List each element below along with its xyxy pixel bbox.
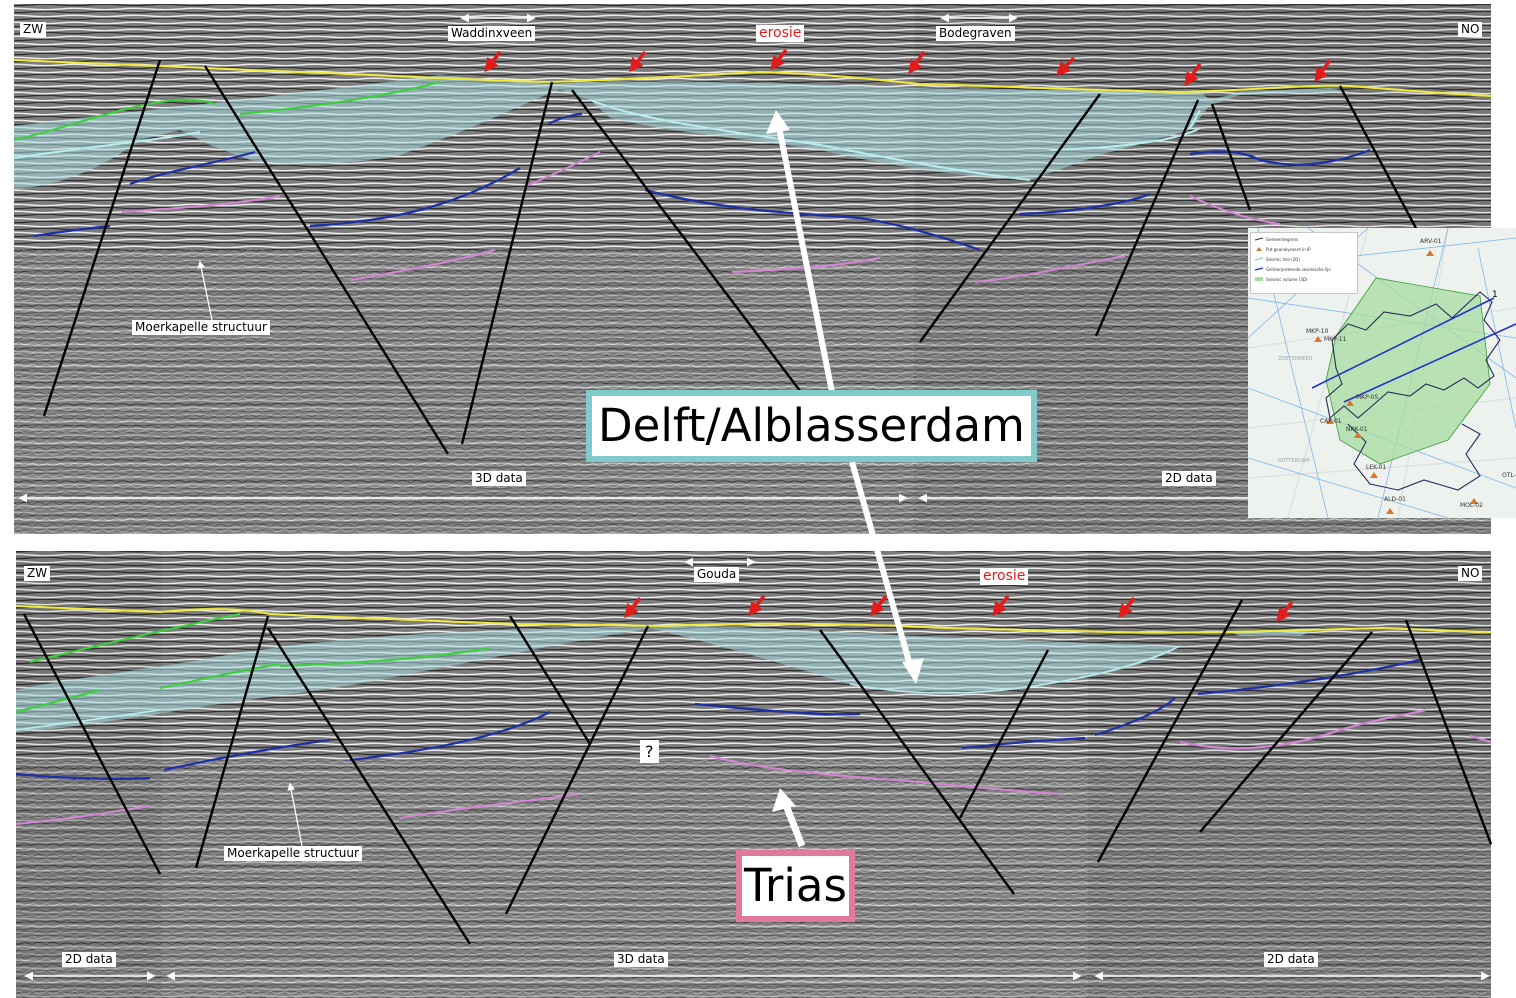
- bottom-fault: [22, 599, 1493, 945]
- bottom-no-label: NO: [1458, 566, 1483, 581]
- bottom-seismic-panel: [15, 551, 1493, 998]
- inset-location-map: Gemeentegrens Put geanalyseerd in IP Sei…: [1248, 228, 1516, 518]
- inset-map-legend: Gemeentegrens Put geanalyseerd in IP Sei…: [1250, 232, 1358, 294]
- bottom-2d-data-left-label: 2D data: [62, 952, 116, 967]
- top-moerkapelle-label: Moerkapelle structuur: [132, 320, 270, 335]
- well-label: MOL-02: [1460, 502, 1483, 509]
- well-label: MKP-11: [1324, 336, 1347, 343]
- bottom-erosion-label: erosie: [980, 568, 1029, 585]
- delft-alblasserdam-callout: Delft/Alblasserdam: [586, 390, 1037, 462]
- well-label: MKP-10: [1306, 328, 1329, 335]
- bottom-zw-label: ZW: [24, 566, 51, 581]
- seismic-line-2d-icon: [1255, 257, 1263, 261]
- top-green-horizon: [13, 81, 441, 141]
- bottom-gouda-label: Gouda: [694, 567, 740, 582]
- volume-square-icon: [1255, 277, 1263, 281]
- well-label: MKP-05: [1356, 394, 1379, 401]
- top-3d-data-label: 3D data: [472, 471, 526, 486]
- bottom-erosion-surface: [15, 605, 1492, 634]
- top-zw-label: ZW: [20, 22, 47, 37]
- top-2d-data-label: 2D data: [1162, 471, 1216, 486]
- well-label: LEK-01: [1366, 464, 1387, 471]
- top-no-label: NO: [1458, 22, 1483, 37]
- bottom-shaded-unit: [16, 626, 1180, 732]
- bottom-blue-horizon: [15, 658, 1421, 780]
- line-number-label: 1: [1492, 290, 1498, 300]
- top-cyan-horizon: [13, 99, 1201, 181]
- place-name-label: ROTTERDAM: [1278, 458, 1310, 464]
- top-waddinxveen-label: Waddinxveen: [448, 26, 536, 41]
- bottom-green-horizon: [15, 613, 491, 713]
- place-name-label: ZOETERMEER: [1278, 356, 1313, 362]
- top-erosion-arrows: [484, 48, 1332, 87]
- boundary-line-icon: [1255, 237, 1263, 241]
- top-erosion-label: erosie: [756, 25, 805, 42]
- bottom-moerkapelle-label: Moerkapelle structuur: [224, 846, 362, 861]
- well-triangle-icon: [1256, 247, 1262, 251]
- bottom-2d-data-right-label: 2D data: [1264, 952, 1318, 967]
- top-blue-horizon: [33, 112, 1371, 252]
- well-label: OTL-: [1502, 472, 1516, 479]
- seismic-volume-polygon: [1325, 277, 1491, 465]
- interpreted-line-icon: [1255, 267, 1263, 271]
- well-label: CAP-01: [1320, 418, 1342, 425]
- trias-callout: Trias: [736, 850, 855, 922]
- well-label: ARV-01: [1420, 238, 1442, 245]
- top-shaded-unit: [14, 75, 1350, 190]
- callout-arrows: [766, 110, 924, 848]
- top-erosion-surface: [13, 59, 1492, 97]
- well-label: NKK-01: [1346, 426, 1368, 433]
- bottom-cyan-horizon: [15, 645, 1181, 731]
- well-markers: [1314, 250, 1478, 514]
- bottom-pink-horizon: [15, 709, 1492, 825]
- top-fault: [42, 59, 1420, 455]
- well-label: ALD-01: [1384, 496, 1406, 503]
- question-mark: ?: [640, 740, 659, 763]
- top-bodegraven-label: Bodegraven: [936, 26, 1015, 41]
- municipality-boundary: [1325, 291, 1501, 491]
- bottom-erosion-arrows: [624, 594, 1294, 623]
- bottom-3d-data-label: 3D data: [614, 952, 668, 967]
